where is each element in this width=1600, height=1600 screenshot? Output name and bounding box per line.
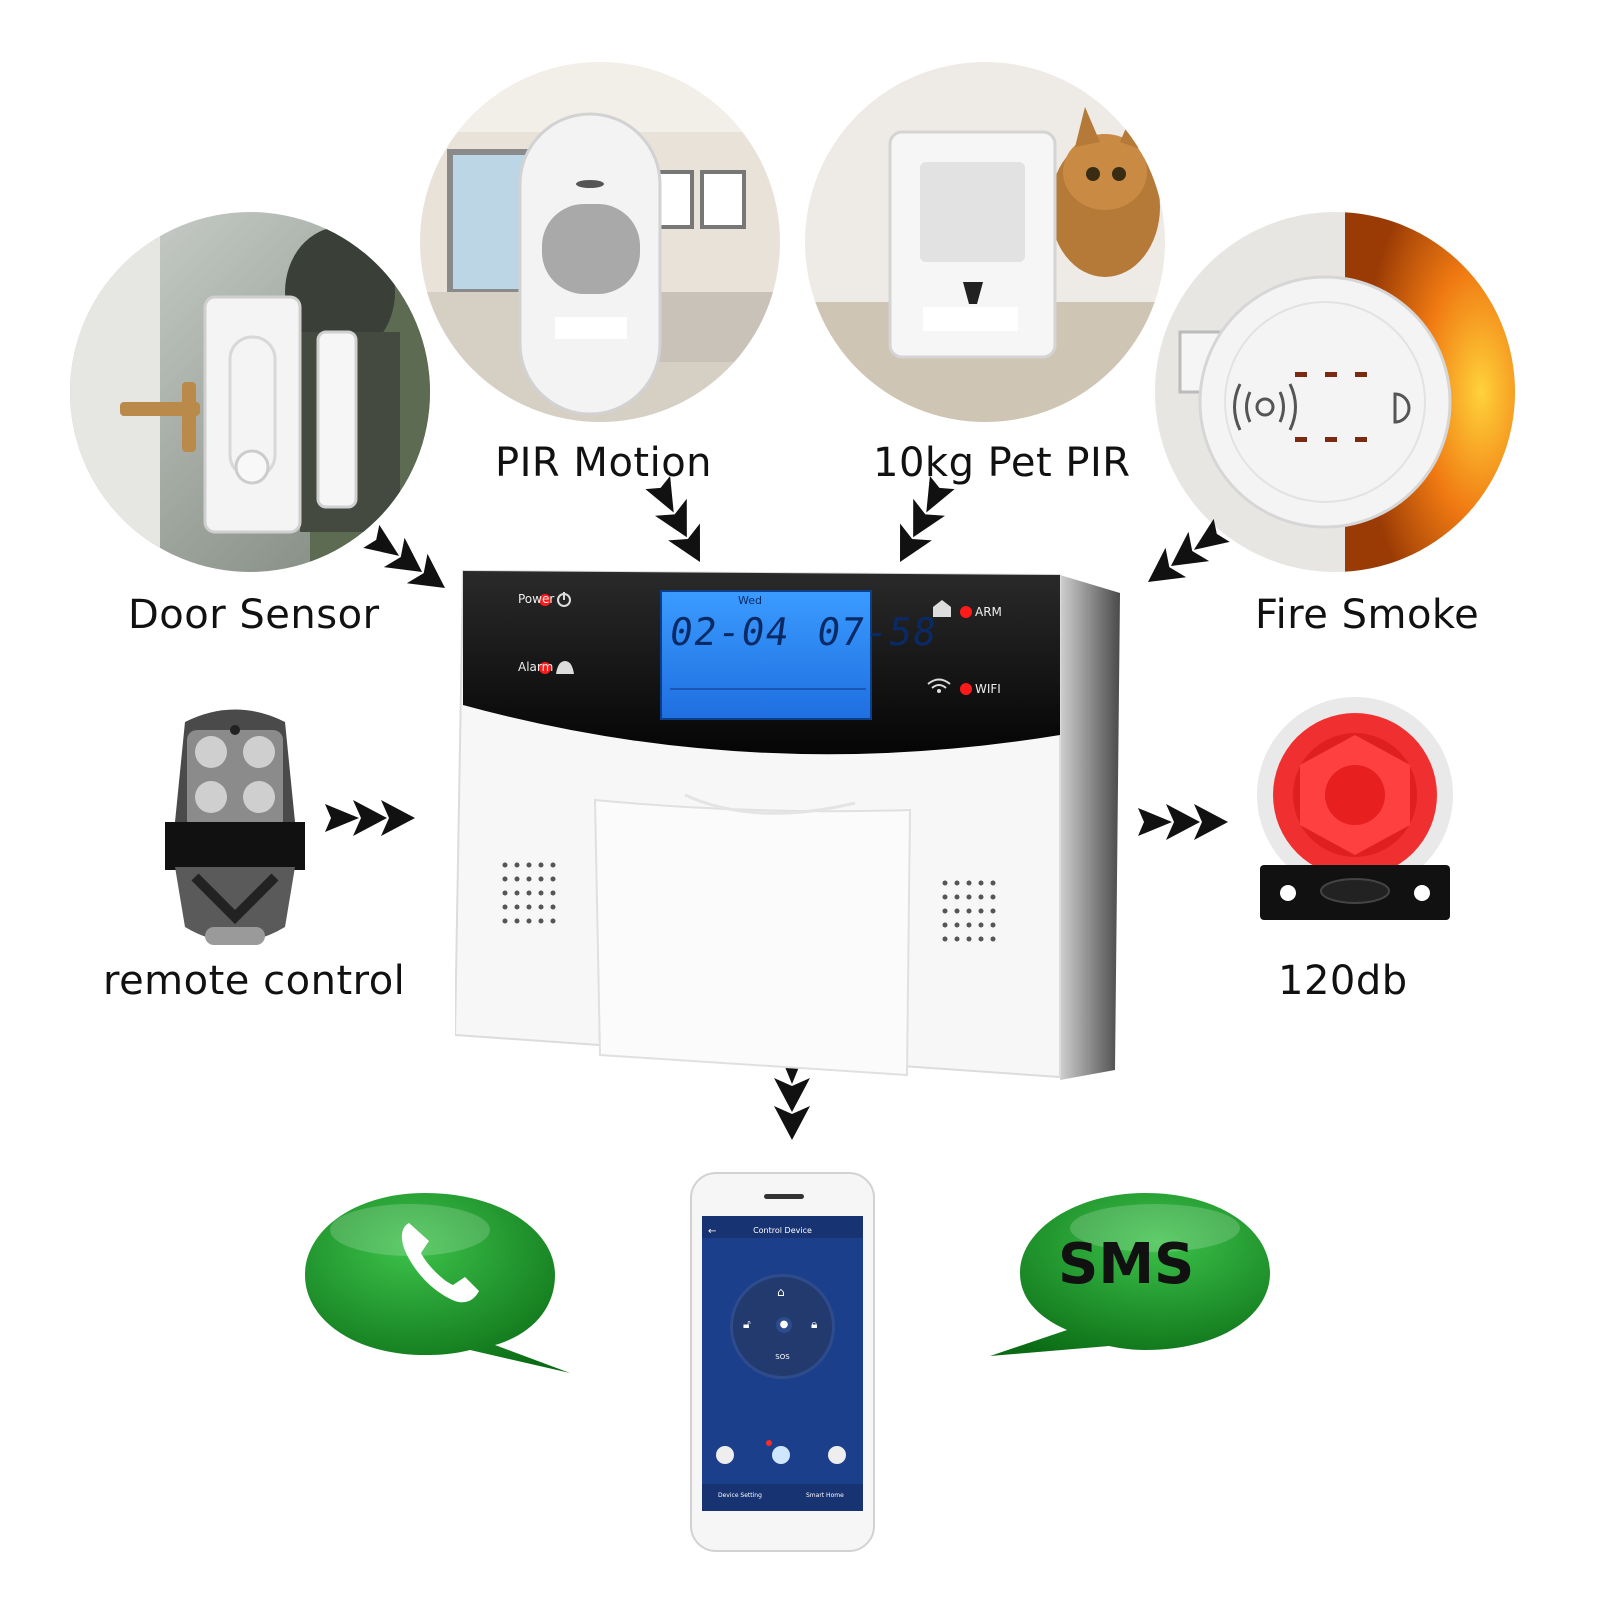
arrow-door xyxy=(360,521,456,603)
sos-button[interactable]: SOS xyxy=(775,1353,790,1361)
device-setting-icon[interactable] xyxy=(716,1446,734,1464)
siren-image xyxy=(1250,695,1460,935)
speaker-right xyxy=(942,880,996,942)
message-icon[interactable] xyxy=(772,1446,790,1464)
wifi-label: WIFI xyxy=(975,682,1001,696)
tab-device-setting[interactable]: Device Setting xyxy=(718,1492,762,1499)
siren-label: 120db xyxy=(1278,958,1408,1004)
back-arrow-icon[interactable]: ← xyxy=(708,1226,717,1237)
notification-dot xyxy=(766,1440,772,1446)
door-sensor-label: Door Sensor xyxy=(128,592,380,638)
tab-smart-home[interactable]: Smart Home xyxy=(806,1492,844,1499)
remote-control-label: remote control xyxy=(103,958,406,1004)
pet-pir-photo xyxy=(805,62,1165,422)
arm-label: ARM xyxy=(975,605,1002,619)
remote-control-image xyxy=(165,702,305,952)
lcd-time: 07-58 xyxy=(814,610,940,654)
control-pad: ⌂ 🔓︎ ● 🔒︎ SOS xyxy=(730,1274,835,1379)
disarm-lock-icon[interactable]: 🔓︎ xyxy=(743,1317,751,1331)
phone-speaker xyxy=(764,1194,804,1199)
sms-bubble xyxy=(990,1193,1270,1356)
speaker-icon[interactable] xyxy=(828,1446,846,1464)
pir-motion-label: PIR Motion xyxy=(495,440,713,486)
arrow-remote xyxy=(325,800,415,836)
power-label: Power xyxy=(518,592,555,606)
center-lock-icon[interactable]: ● xyxy=(776,1317,792,1333)
speaker-left xyxy=(502,862,556,924)
lcd-day: Wed xyxy=(738,594,762,607)
phone-title: Control Device xyxy=(753,1226,812,1235)
alarm-label: Alarm xyxy=(518,660,554,674)
arm-lock-icon[interactable]: 🔒︎ xyxy=(811,1317,818,1331)
lcd-screen: Wed 02-04 07-58 xyxy=(660,590,940,720)
phone-icon xyxy=(401,1223,479,1303)
home-arm-button[interactable]: ⌂ xyxy=(777,1285,785,1299)
pet-pir-label: 10kg Pet PIR xyxy=(873,440,1131,486)
arrow-pet-pir xyxy=(884,474,959,571)
phone-screen: ← Control Device ⌂ 🔓︎ ● 🔒︎ SOS Device Se… xyxy=(702,1216,863,1511)
smartphone: ← Control Device ⌂ 🔓︎ ● 🔒︎ SOS Device Se… xyxy=(690,1172,875,1552)
call-bubble xyxy=(305,1193,570,1373)
arrow-siren xyxy=(1138,804,1228,840)
door-sensor-photo xyxy=(70,212,430,572)
arrow-pir xyxy=(641,474,716,571)
fire-smoke-label: Fire Smoke xyxy=(1255,592,1480,638)
arrow-smoke xyxy=(1137,515,1233,597)
lcd-date: 02-04 xyxy=(666,610,793,654)
sms-label: SMS xyxy=(1058,1232,1195,1297)
